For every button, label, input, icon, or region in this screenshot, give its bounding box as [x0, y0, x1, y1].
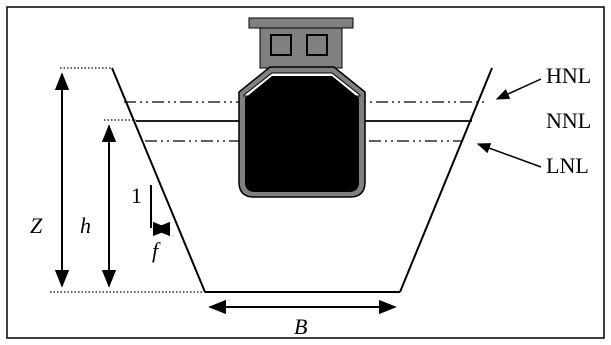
- cabin-window-left: [270, 34, 292, 56]
- left-bank-slope: [111, 67, 206, 293]
- nnl-label: NNL: [546, 108, 591, 133]
- h-label: h: [80, 213, 91, 238]
- lnl-label: LNL: [546, 153, 589, 178]
- ship-hull: [245, 76, 359, 192]
- ship-roof: [248, 17, 354, 29]
- right-bank-slope: [399, 67, 493, 293]
- cabin-window-right: [306, 34, 328, 56]
- z-label: Z: [30, 213, 43, 238]
- slope-one-label: 1: [131, 183, 142, 208]
- hnl-pointer-arrow: [495, 78, 542, 100]
- hnl-label: HNL: [546, 63, 591, 88]
- diagram-frame: [6, 6, 605, 339]
- f-label: f: [152, 238, 161, 263]
- lnl-pointer-arrow: [476, 143, 542, 168]
- ship: [238, 17, 366, 198]
- b-label: B: [294, 314, 307, 339]
